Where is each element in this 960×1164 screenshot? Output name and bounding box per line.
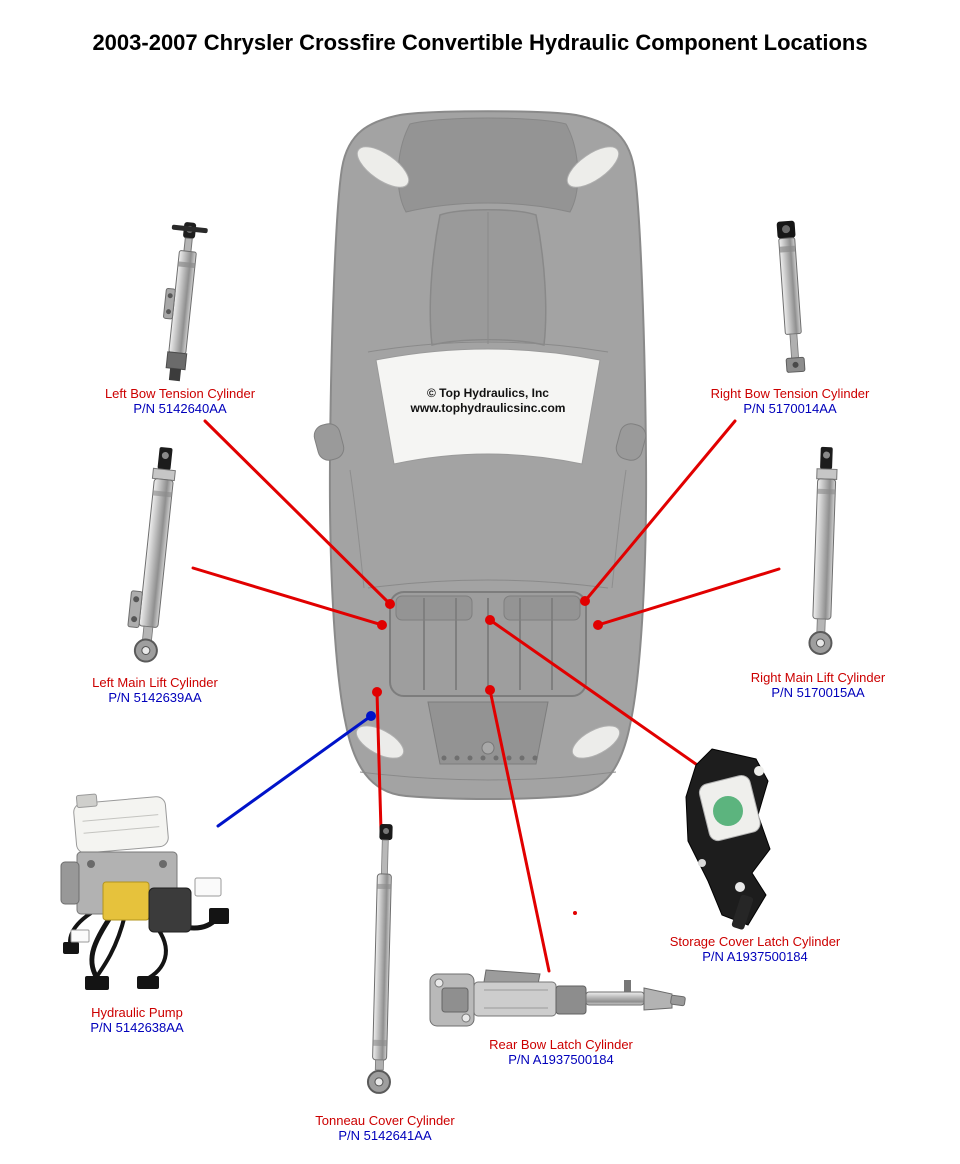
watermark: © Top Hydraulics, Inc www.tophydraulicsi…: [360, 386, 616, 416]
leader-lines: [191, 419, 781, 973]
label-right-bow-tension-cylinder: Right Bow Tension Cylinder P/N 5170014AA: [680, 386, 900, 416]
component-name: Hydraulic Pump: [91, 1005, 183, 1020]
rear-window: [427, 701, 549, 765]
component-part-number: P/N 5142638AA: [90, 1020, 184, 1035]
leader-left-main-lift: [191, 566, 384, 627]
right-door-seam: [611, 469, 627, 589]
leader-right-main-lift: [596, 567, 781, 627]
dot-right-main-lift: [593, 620, 603, 630]
left-taillight: [355, 725, 405, 759]
component-name: Tonneau Cover Cylinder: [315, 1113, 455, 1128]
leader-storage-cover-latch: [488, 618, 705, 771]
leader-tonneau-cover: [375, 690, 383, 832]
rear-bumper-line: [359, 771, 617, 781]
dot-hydraulic-pump: [366, 711, 376, 721]
component-part-number: P/N A1937500184: [508, 1052, 614, 1067]
right-headlight: [566, 146, 620, 188]
component-part-number: P/N 5142639AA: [108, 690, 202, 705]
windshield: [375, 348, 601, 465]
right-bow-tension-cylinder-photo: [776, 220, 806, 373]
storage-cover-latch-cylinder-photo: [685, 748, 771, 930]
deck-left-cover: [395, 595, 473, 621]
dot-left-bow-tension: [385, 599, 395, 609]
component-name: Right Bow Tension Cylinder: [710, 386, 870, 401]
watermark-line2: www.tophydraulicsinc.com: [410, 401, 566, 415]
cowl-line: [367, 341, 609, 353]
deck-leading-edge: [367, 579, 609, 589]
right-taillight: [571, 725, 621, 759]
license-area-dots: [441, 755, 538, 761]
left-main-lift-cylinder-photo: [127, 447, 176, 663]
leader-left-bow-tension: [203, 419, 392, 606]
dot-storage-cover-latch: [485, 615, 495, 625]
rear-bow-latch-cylinder-photo: [429, 969, 686, 1027]
car-front-nose: [397, 117, 579, 213]
label-tonneau-cover-cylinder: Tonneau Cover Cylinder P/N 5142641AA: [275, 1113, 495, 1143]
car-top-view: [313, 110, 648, 800]
watermark-line1: © Top Hydraulics, Inc: [427, 386, 549, 400]
leader-right-bow-tension: [583, 419, 737, 603]
label-right-main-lift-cylinder: Right Main Lift Cylinder P/N 5170015AA: [708, 670, 928, 700]
label-left-bow-tension-cylinder: Left Bow Tension Cylinder P/N 5142640AA: [70, 386, 290, 416]
component-part-number: P/N 5142640AA: [133, 401, 227, 416]
component-part-number: P/N 5170015AA: [771, 685, 865, 700]
left-mirror: [313, 423, 345, 461]
component-name: Rear Bow Latch Cylinder: [489, 1037, 633, 1052]
dot-right-bow-tension: [580, 596, 590, 606]
label-hydraulic-pump: Hydraulic Pump P/N 5142638AA: [37, 1005, 237, 1035]
component-name: Left Bow Tension Cylinder: [104, 386, 256, 401]
right-main-lift-cylinder-photo: [808, 446, 838, 655]
component-part-number: P/N 5170014AA: [743, 401, 837, 416]
label-rear-bow-latch-cylinder: Rear Bow Latch Cylinder P/N A1937500184: [451, 1037, 671, 1067]
component-name: Right Main Lift Cylinder: [750, 670, 886, 685]
label-left-main-lift-cylinder: Left Main Lift Cylinder P/N 5142639AA: [45, 675, 265, 705]
component-name: Left Main Lift Cylinder: [92, 675, 218, 690]
component-part-number: P/N A1937500184: [702, 949, 808, 964]
location-dots: [366, 596, 603, 915]
label-storage-cover-latch-cylinder: Storage Cover Latch Cylinder P/N A193750…: [635, 934, 875, 964]
dot-tonneau-cover: [372, 687, 382, 697]
hydraulic-pump-photo: [60, 793, 229, 990]
page-title: 2003-2007 Chrysler Crossfire Convertible…: [92, 30, 868, 55]
deck-right-cover: [503, 595, 581, 621]
dot-rear-bow-latch: [485, 685, 495, 695]
deck-ribs: [423, 598, 553, 690]
rear-badge: [481, 741, 495, 755]
small-red-dot: [573, 911, 577, 915]
left-bow-tension-cylinder-photo: [163, 222, 208, 382]
right-mirror: [615, 423, 647, 461]
tonneau-cover-cylinder-photo: [366, 823, 393, 1094]
leader-rear-bow-latch: [488, 688, 551, 973]
component-part-number: P/N 5142641AA: [338, 1128, 432, 1143]
dot-left-main-lift: [377, 620, 387, 630]
component-name: Storage Cover Latch Cylinder: [669, 934, 841, 949]
leader-hydraulic-pump: [216, 714, 373, 828]
left-headlight: [356, 146, 410, 188]
